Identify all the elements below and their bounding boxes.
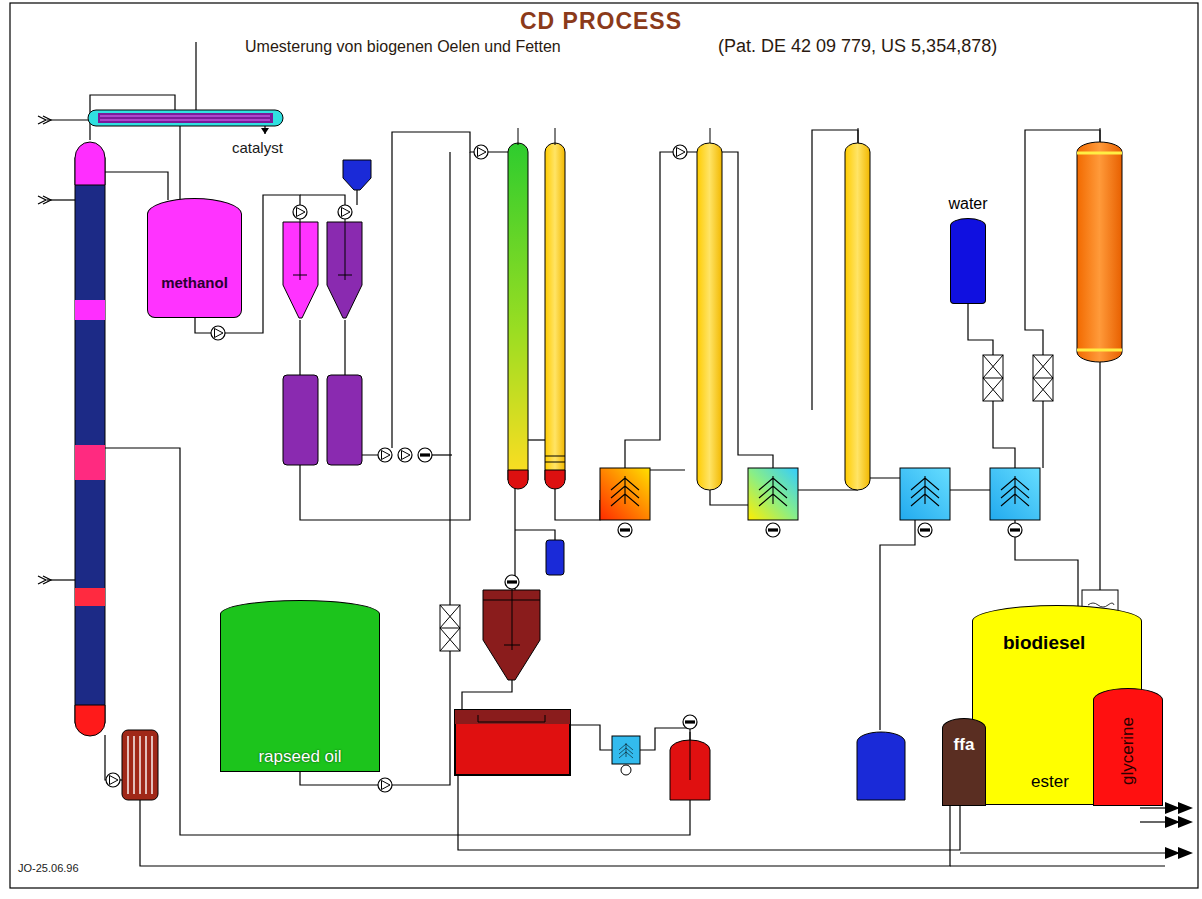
static-mixer — [1033, 355, 1053, 401]
meter — [505, 575, 519, 589]
static-mixer — [983, 355, 1003, 401]
condenser — [88, 110, 283, 126]
dosing-vessel — [546, 540, 564, 575]
frame — [10, 3, 1198, 888]
tank-label: biodiesel — [1003, 632, 1085, 654]
inlet-arrow — [38, 576, 51, 584]
neutralisation-tank — [455, 710, 570, 775]
meter — [918, 523, 932, 537]
drawing-id: JO-25.06.96 — [18, 862, 79, 875]
mixing-vessel — [283, 218, 362, 318]
pump — [398, 448, 412, 462]
pump — [474, 145, 488, 159]
vent — [518, 128, 1100, 145]
heat-exchanger — [612, 736, 640, 764]
meter — [766, 523, 780, 537]
stream-label: catalyst — [232, 139, 283, 156]
ffa-tank: ffa — [942, 718, 986, 806]
pump — [621, 765, 631, 775]
reactor-column — [508, 142, 1122, 490]
wash-water-tank — [857, 732, 905, 800]
meter — [1008, 523, 1022, 537]
meter — [418, 448, 432, 462]
outlet-arrow — [1165, 802, 1193, 859]
pump — [378, 778, 392, 792]
storage-vessel — [283, 375, 318, 465]
subtitle: Umesterung von biogenen Oelen und Fetten — [245, 38, 561, 56]
rapeseed-oil-tank: rapseed oil — [220, 600, 380, 772]
flow-arrow — [261, 128, 269, 134]
storage-vessel — [327, 375, 362, 465]
diagram-title: CD PROCESS — [0, 8, 1202, 34]
meter — [683, 715, 697, 729]
tank-label: ffa — [954, 735, 975, 755]
pump — [106, 773, 120, 787]
tank-label: glycerine — [1118, 717, 1138, 785]
catalyst-hopper — [343, 160, 371, 190]
reboiler — [122, 730, 158, 800]
tank-sublabel: ester — [1031, 772, 1069, 792]
agitator — [338, 205, 352, 219]
glycerine-tank: glycerine — [1093, 688, 1163, 806]
patent-note: (Pat. DE 42 09 779, US 5,354,878) — [718, 36, 997, 57]
methanol-column — [75, 142, 105, 736]
inlet-arrow — [38, 196, 51, 204]
pump — [211, 326, 225, 340]
settler — [483, 575, 540, 680]
meter — [618, 523, 632, 537]
agitator — [293, 205, 307, 219]
water-tank: water — [950, 218, 986, 304]
tank-label: rapseed oil — [258, 747, 341, 767]
pipes — [47, 42, 1165, 866]
tank-label: water — [948, 195, 987, 213]
pump — [673, 145, 687, 159]
centrifuge — [600, 468, 1040, 520]
glycerine-vessel — [670, 732, 710, 800]
tank-label: methanol — [161, 274, 228, 291]
pump — [378, 448, 392, 462]
inlet-arrow — [38, 116, 51, 124]
methanol-tank: methanol — [147, 198, 242, 318]
static-mixer — [440, 605, 460, 651]
